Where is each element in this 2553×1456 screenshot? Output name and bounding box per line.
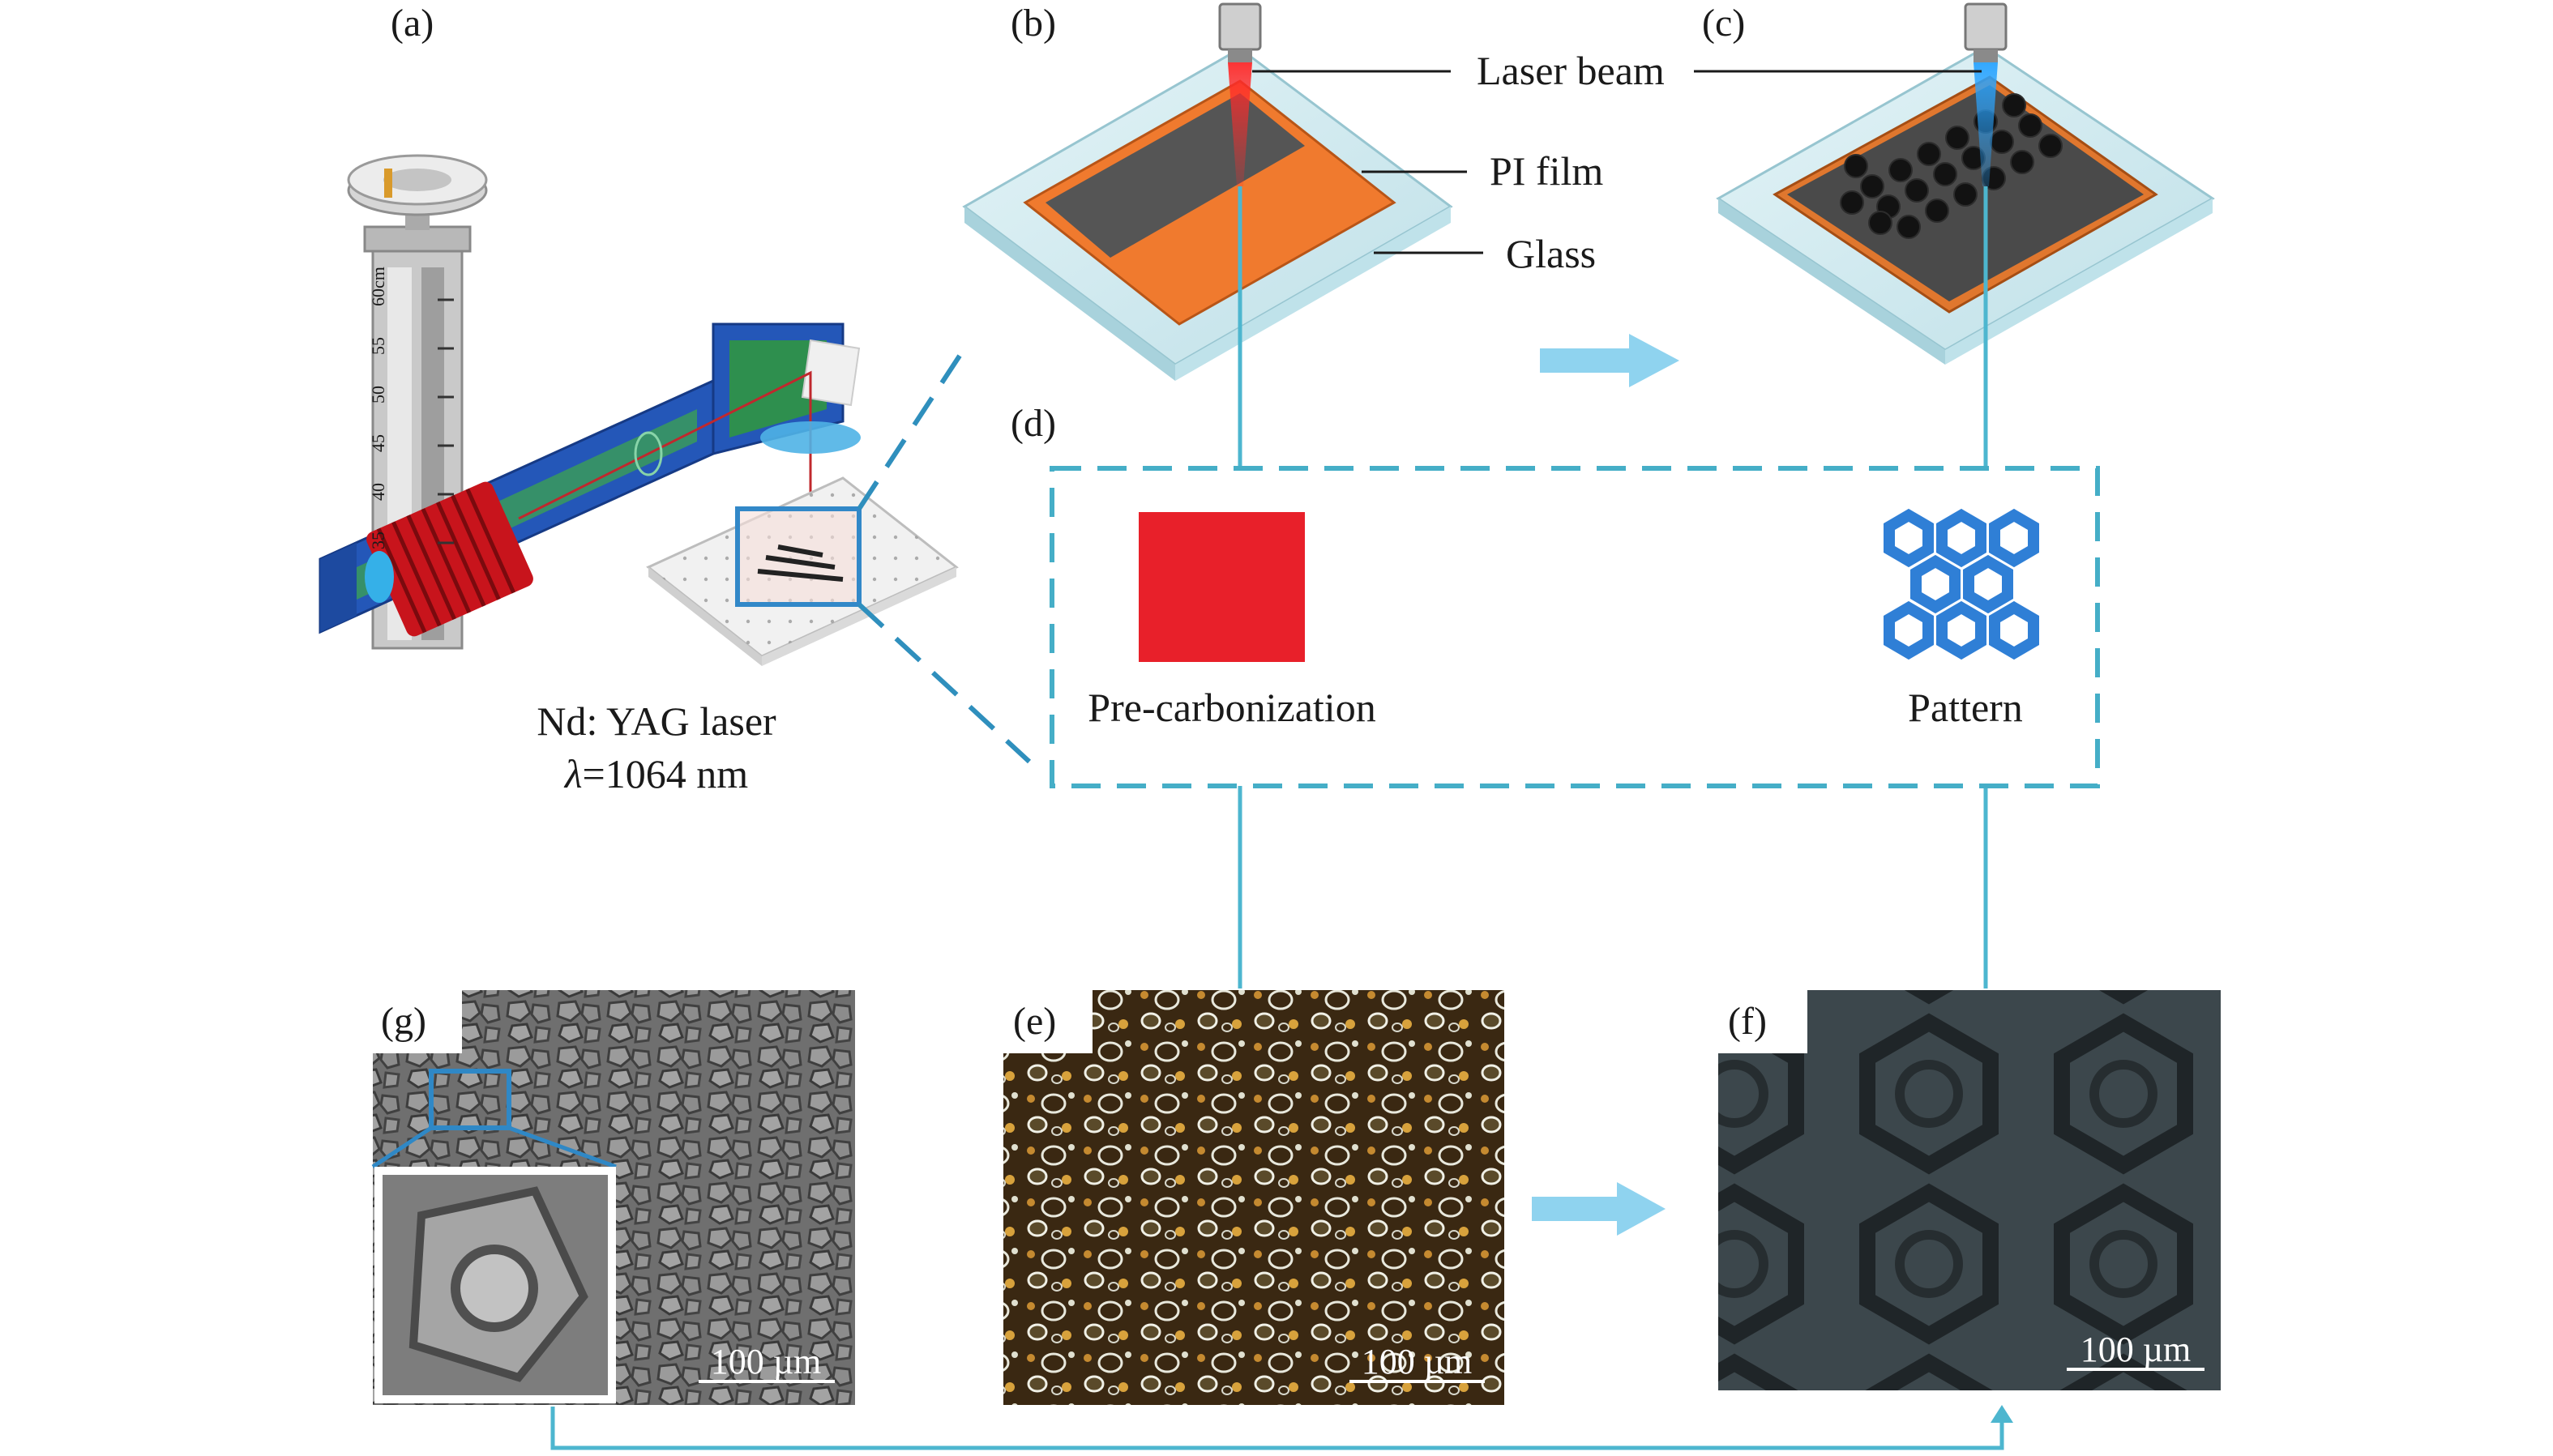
optical-micrograph-e [1003,990,1504,1405]
wavelength-symbol: λ [563,751,583,796]
callout-pi-film: PI film [1490,148,1603,194]
pre-carbonization-square [1139,512,1305,662]
red-laser-beam [1228,62,1252,186]
laser-device: 60cm 55 50 45 40 35 [319,154,959,666]
device-scale-tick: 40 [368,483,388,501]
device-scale: 60cm 55 50 45 40 35 [368,267,454,549]
substrate-c [1716,45,2215,365]
process-box [1050,466,2100,788]
zoom-highlight-box [735,506,862,607]
laser-head-c [1964,2,2008,186]
panel-label-f: (f) [1728,1000,1767,1043]
zoom-line-lower [857,602,1032,764]
device-scale-tick: 60cm [368,267,388,306]
optical-micrograph-f [1718,990,2221,1390]
laser-name: Nd: YAG laser [537,698,776,744]
substrate-b [962,47,1453,381]
device-scale-tick: 35 [368,532,388,549]
arrow-right-icon [1540,334,1679,387]
hexagon-pattern-icon [1884,508,2039,660]
device-scale-tick: 50 [368,386,388,403]
panel-label-c: (c) [1702,2,1745,45]
panel-label-b: (b) [1011,2,1056,45]
device-scale-tick: 45 [368,434,388,452]
scale-bar-label-e: 100 µm [1362,1342,1473,1381]
arrow-right-icon [1532,1182,1666,1236]
wavelength-value: =1064 nm [583,751,749,796]
blue-laser-beam [1974,62,1998,186]
panel-label-g: (g) [381,1000,426,1043]
laser-head-b [1218,2,1262,186]
arrow-up-icon [1991,1405,2013,1423]
laser-wavelength: λ=1064 nm [563,751,748,796]
panel-label-e: (e) [1013,1000,1056,1043]
panel-label-a: (a) [391,2,434,45]
device-scale-tick: 55 [368,337,388,355]
label-pre-carbonization: Pre-carbonization [1088,685,1375,730]
scale-bar-label-g: 100 µm [711,1342,822,1381]
callout-glass: Glass [1506,231,1596,276]
sem-micrograph-g [371,990,855,1405]
scale-bar-label-f: 100 µm [2080,1330,2192,1369]
connector-g-to-f [550,1407,2004,1450]
panel-label-d: (d) [1011,402,1056,445]
label-pattern: Pattern [1908,685,2023,730]
callout-laser-beam: Laser beam [1477,48,1665,93]
coil-icon [365,481,533,637]
zoom-line-upper [857,347,967,510]
